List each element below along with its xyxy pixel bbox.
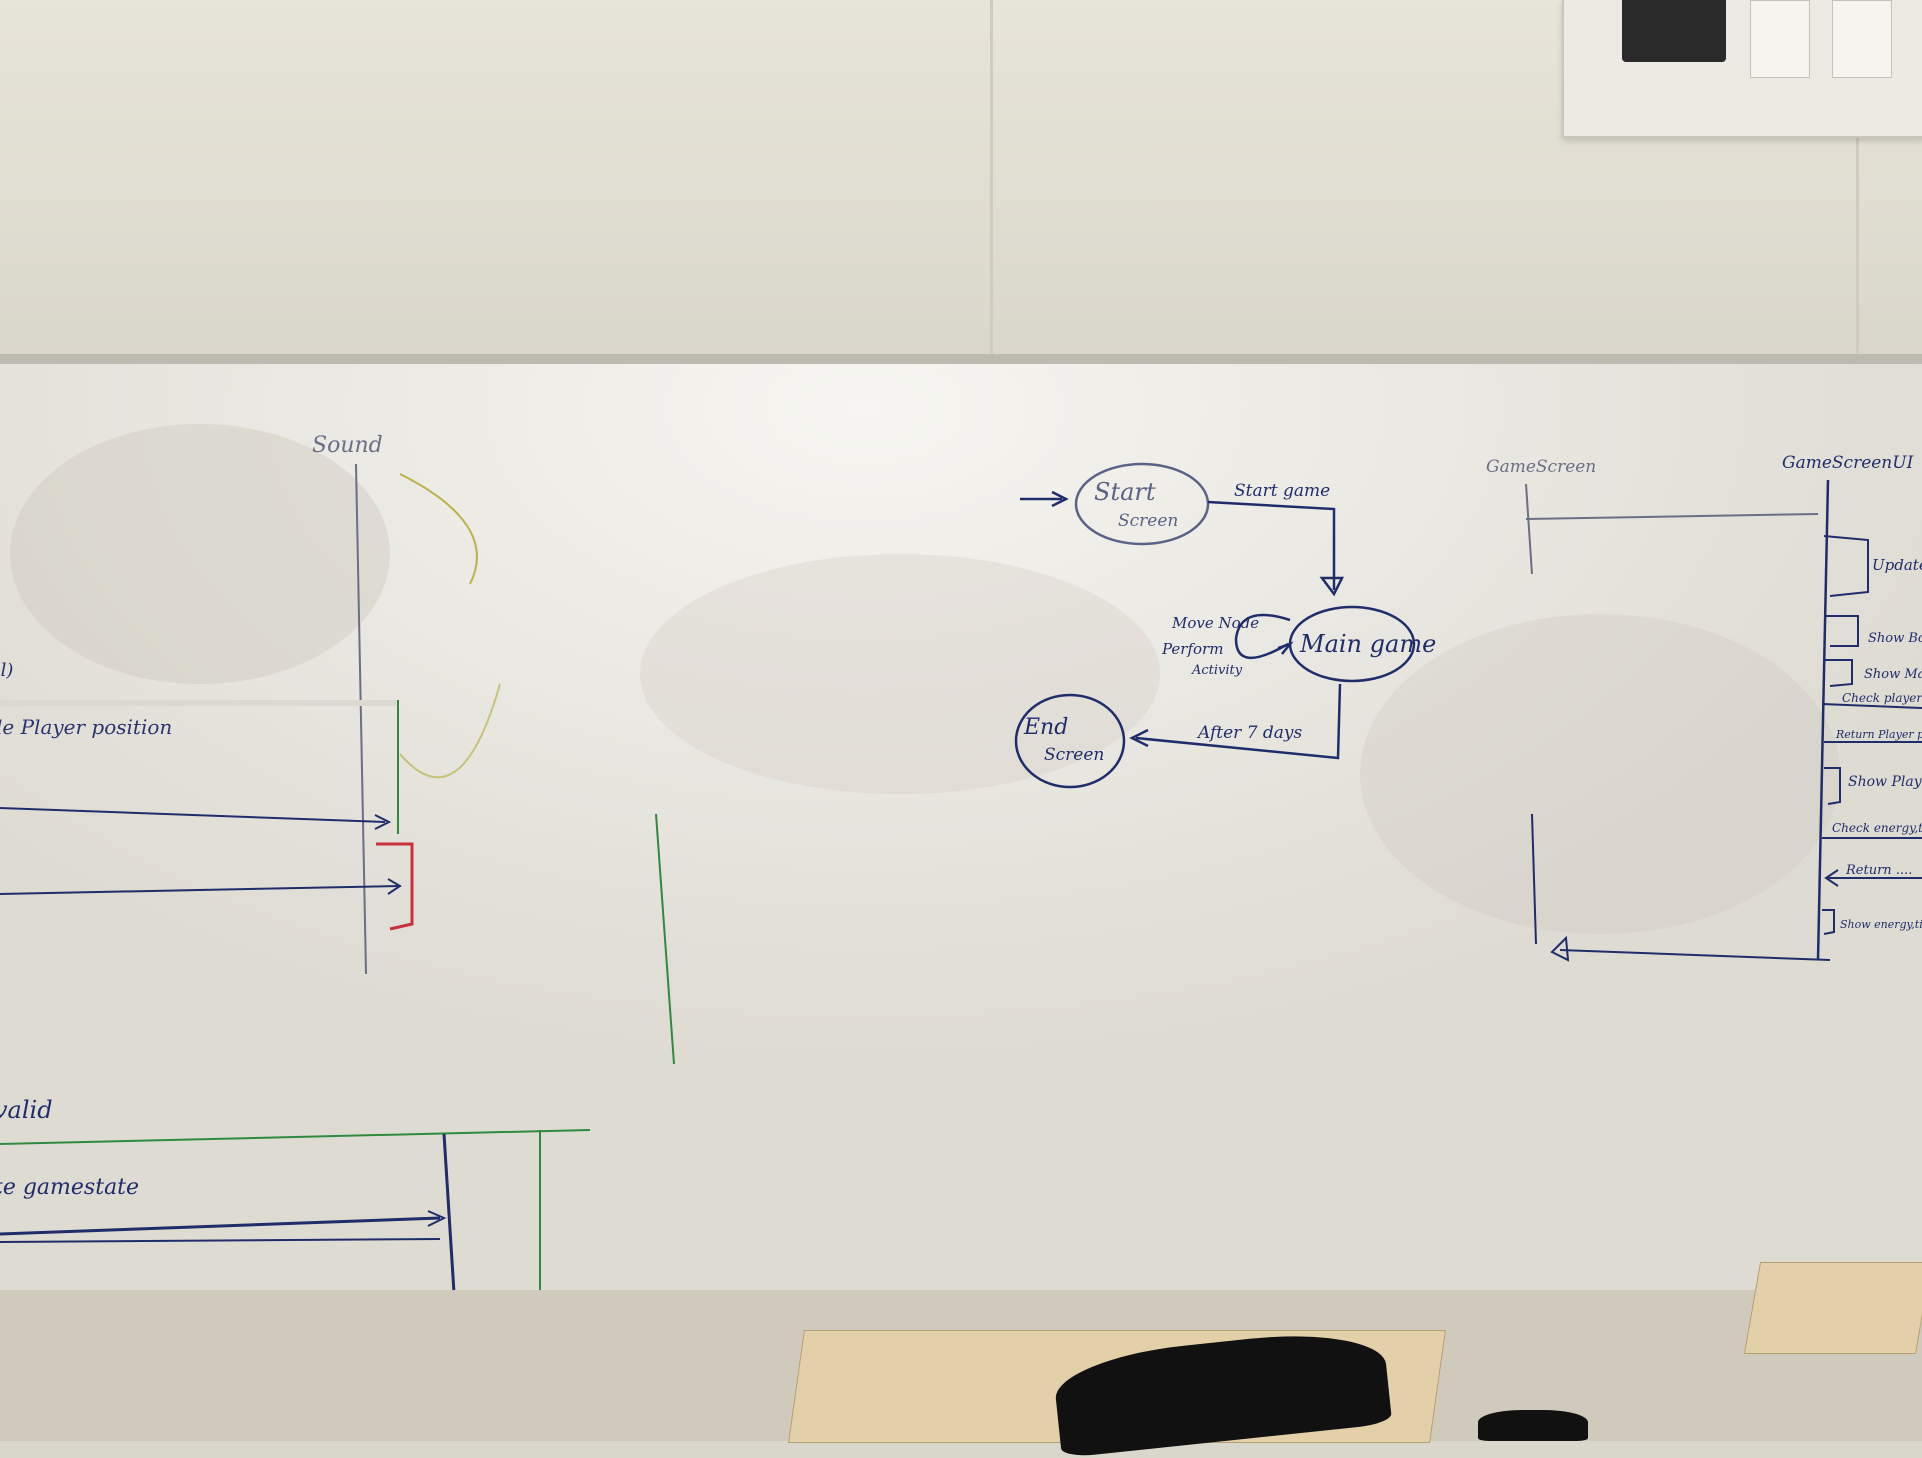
self-loop-label-1: Move Node: [1171, 614, 1259, 632]
network-socket: [1832, 0, 1892, 78]
gamescreenui-lifeline-label: GameScreenUI: [1782, 453, 1914, 473]
msg-show-map: Show Map: [1864, 667, 1922, 682]
right-sequence-diagram: GameScreen GameScreenUI Update(s) Show B…: [1486, 453, 1922, 962]
wall-switch: [1750, 0, 1810, 78]
desk-right: [1743, 1262, 1922, 1354]
left-note-4: te gamestate: [0, 1175, 139, 1200]
msg-return: Return ....: [1845, 863, 1912, 878]
msg-check-energy: Check energy,tim: [1832, 821, 1922, 835]
wall-seam: [1856, 0, 1859, 420]
after-7-days-transition-label: After 7 days: [1196, 723, 1303, 743]
start-game-transition-label: Start game: [1234, 481, 1330, 501]
msg-return-player: Return Player po: [1835, 728, 1922, 741]
sound-lifeline-label: Sound: [312, 433, 383, 458]
gamescreen-lifeline-label: GameScreen: [1486, 457, 1596, 477]
msg-show-book: Show Book: [1868, 631, 1922, 646]
power-socket: [1622, 0, 1726, 62]
msg-update: Update(s): [1872, 556, 1922, 574]
end-state-label: End: [1023, 715, 1068, 740]
self-loop-label-2: Perform: [1161, 640, 1223, 658]
wall-seam: [990, 0, 993, 420]
main-game-state-label: Main game: [1299, 630, 1436, 658]
start-state-node: [1074, 462, 1210, 546]
start-state-label-2: Screen: [1118, 511, 1178, 531]
msg-show-energy: Show energy,time,: [1840, 918, 1922, 931]
msg-show-player: Show Player: [1848, 774, 1922, 790]
end-state-label-2: Screen: [1044, 745, 1104, 765]
wall-socket-panel: [1562, 0, 1922, 138]
start-state-label: Start: [1094, 478, 1156, 506]
chair-back-2: [1478, 1410, 1588, 1441]
left-note-3: valid: [0, 1096, 53, 1124]
state-diagram: Start Screen Start game Main game Move N…: [1014, 462, 1436, 789]
msg-check-player: Check player: [1842, 691, 1922, 705]
end-state-node: [1014, 693, 1126, 789]
self-loop-label-3: Activity: [1191, 663, 1243, 678]
whiteboard: Sound el) le Player position valid te ga…: [0, 354, 1922, 1441]
left-note-1: el): [0, 660, 13, 681]
left-note-2: le Player position: [0, 715, 172, 739]
